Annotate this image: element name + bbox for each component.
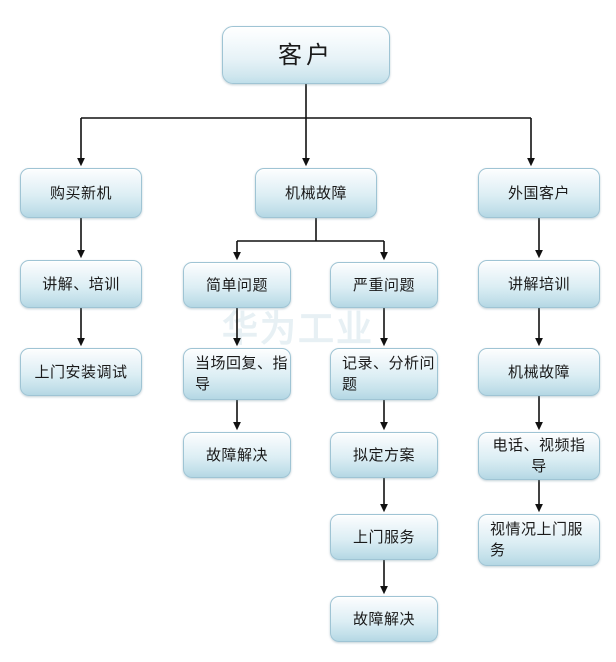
node-onsite-reply-guide[interactable]: 当场回复、指 导 [183,348,291,400]
node-fault-resolved-simple[interactable]: 故障解决 [183,432,291,478]
node-label: 讲解、培训 [42,274,120,293]
node-explain-training[interactable]: 讲解、培训 [20,260,142,308]
node-foreign-training[interactable]: 讲解培训 [478,260,600,308]
node-severe-problem[interactable]: 严重问题 [330,262,438,308]
node-label: 客户 [278,40,334,69]
node-conditional-onsite-service[interactable]: 视情况上门服 务 [478,514,600,566]
node-label: 简单问题 [205,275,268,294]
node-label: 故障解决 [205,445,268,464]
node-fault-resolved-severe[interactable]: 故障解决 [330,596,438,642]
node-mechanical-fault[interactable]: 机械故障 [255,168,377,218]
node-onsite-service[interactable]: 上门服务 [330,514,438,560]
node-foreign-customer[interactable]: 外国客户 [478,168,600,218]
node-label: 讲解培训 [507,274,570,293]
node-label: 故障解决 [352,609,415,628]
node-label: 严重问题 [352,275,415,294]
node-customer[interactable]: 客户 [222,26,390,84]
node-label: 购买新机 [49,183,112,202]
node-record-analyze-problem[interactable]: 记录、分析问 题 [330,348,438,400]
node-label: 机械故障 [507,362,570,381]
node-label: 上门服务 [352,527,415,546]
node-phone-video-guidance[interactable]: 电话、视频指导 [478,432,600,480]
node-draft-solution[interactable]: 拟定方案 [330,432,438,478]
node-buy-new-machine[interactable]: 购买新机 [20,168,142,218]
node-label: 当场回复、指 导 [195,354,289,393]
node-label: 机械故障 [284,183,347,202]
node-label: 上门安装调试 [34,362,128,381]
node-foreign-mechanical-fault[interactable]: 机械故障 [478,348,600,396]
node-label: 视情况上门服 务 [490,520,584,559]
node-simple-problem[interactable]: 简单问题 [183,262,291,308]
node-label: 外国客户 [507,183,570,202]
node-label: 电话、视频指导 [492,436,586,475]
node-label: 拟定方案 [352,445,415,464]
node-onsite-install-debug[interactable]: 上门安装调试 [20,348,142,396]
node-label: 记录、分析问 题 [342,354,436,393]
